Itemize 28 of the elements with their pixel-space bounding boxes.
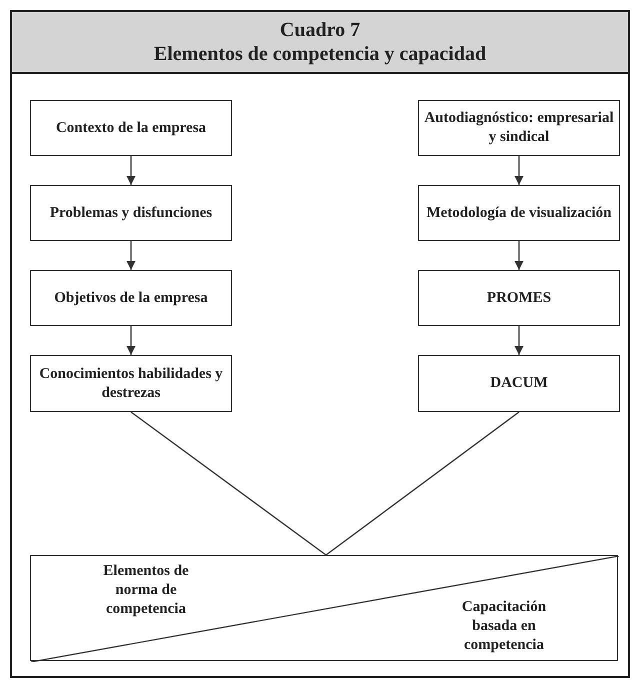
arrow xyxy=(514,156,524,185)
box-text: Objetivos de la empresa xyxy=(53,288,209,308)
process-box xyxy=(418,185,620,241)
arrow xyxy=(126,326,136,355)
process-box xyxy=(418,270,620,326)
box-text: Metodología de visualización xyxy=(426,204,612,222)
box-text: Conocimientos habilidades y destrezas xyxy=(38,364,224,402)
connector-line xyxy=(130,411,326,556)
box-text: DACUM xyxy=(489,374,549,393)
arrow xyxy=(514,326,524,355)
arrow xyxy=(126,241,136,270)
arrow xyxy=(514,241,524,270)
process-box xyxy=(30,270,232,326)
box-text: PROMES xyxy=(486,288,552,308)
process-box xyxy=(418,100,620,156)
box-text: Contexto de la empresa xyxy=(54,118,208,138)
box-text: Elementos de norma de competencia xyxy=(102,562,190,619)
table-number: Cuadro 7 xyxy=(278,18,362,42)
connector-line xyxy=(326,411,520,556)
arrow xyxy=(126,156,136,185)
title: Elementos de competencia y capacidad xyxy=(152,42,488,66)
process-box xyxy=(418,355,620,412)
process-box xyxy=(30,100,232,156)
process-box xyxy=(30,185,232,241)
process-box xyxy=(30,355,232,412)
box-text: Problemas y disfunciones xyxy=(48,204,214,222)
box-text: Capacitación basada en competencia xyxy=(460,598,548,655)
box-text: Autodiagnóstico: empresarial y sindical xyxy=(423,109,615,147)
